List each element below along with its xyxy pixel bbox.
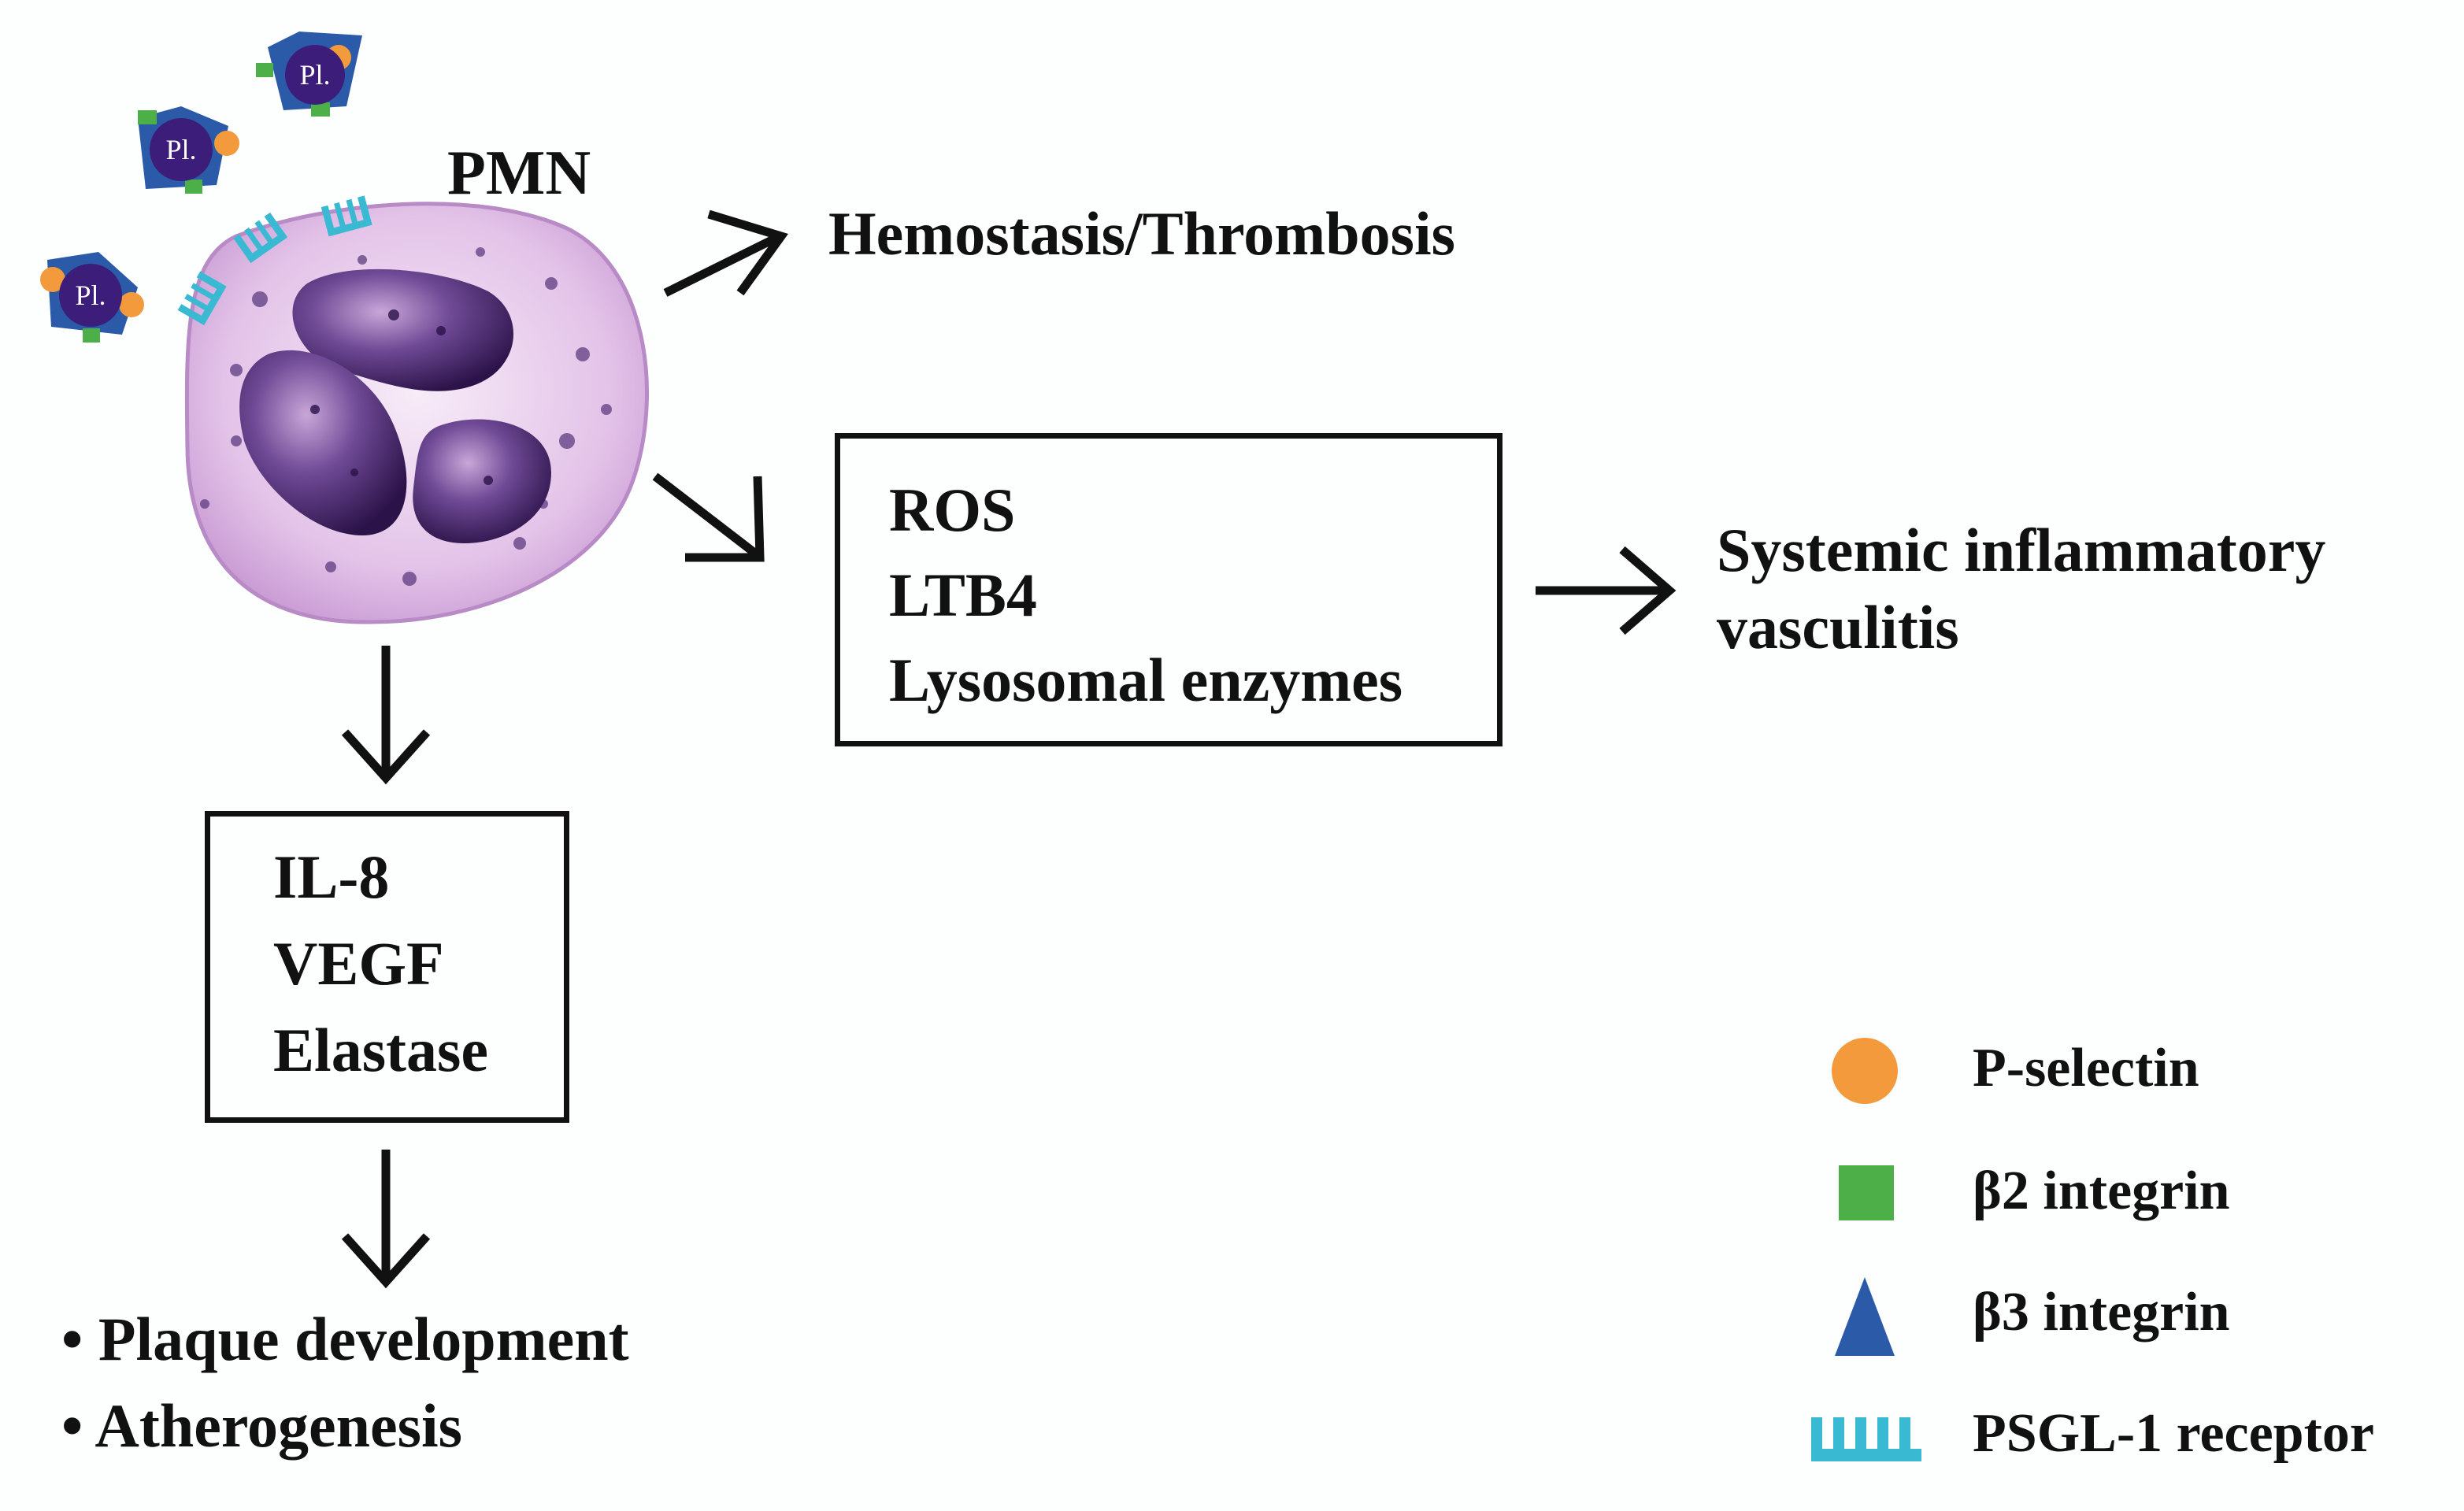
legend-label-b3-integrin: β3 integrin	[1973, 1282, 2230, 1342]
legend-icons	[1811, 1038, 1921, 1461]
result-item-atherogenesis: • Atherogenesis	[61, 1395, 462, 1457]
nucleus-lobe-left	[239, 350, 407, 535]
psgl1-receptor-icon	[1811, 1417, 1921, 1461]
legend-label-psgl1: PSGL-1 receptor	[1973, 1403, 2374, 1464]
green-square-icon	[1839, 1165, 1894, 1220]
legend-label-b2-integrin: β2 integrin	[1973, 1161, 2230, 1221]
arrow-to-il8-box	[341, 646, 431, 785]
platelet-2: Pl.	[138, 106, 239, 194]
systemic-label-line-2: vasculitis	[1717, 593, 1959, 661]
pmn-label: PMN	[447, 139, 591, 208]
platelet-3: Pl.	[40, 252, 144, 343]
ros-box-line-2: LTB4	[889, 561, 1037, 629]
legend-label-p-selectin: P-selectin	[1973, 1038, 2199, 1098]
svg-text:Pl.: Pl.	[75, 280, 106, 311]
nucleus-lobe-top	[292, 268, 514, 391]
nucleus-lobe-right	[413, 419, 551, 543]
pmn-cell	[184, 202, 649, 624]
arrow-to-systemic	[1536, 546, 1677, 635]
ros-box-line-1: ROS	[889, 476, 1016, 544]
ros-box-line-3: Lysosomal enzymes	[889, 646, 1403, 714]
ros-box: ROS LTB4 Lysosomal enzymes	[835, 433, 1502, 746]
orange-circle-icon	[1832, 1038, 1898, 1104]
bullet: •	[61, 1391, 83, 1460]
result-item-label: Plaque development	[98, 1305, 629, 1373]
platelet-1: Pl.	[256, 31, 362, 117]
arrow-to-ros-box	[652, 472, 765, 562]
il8-box-line-3: Elastase	[273, 1016, 488, 1084]
svg-text:Pl.: Pl.	[299, 59, 330, 91]
svg-text:Pl.: Pl.	[165, 134, 196, 165]
arrow-to-hemostasis	[663, 209, 788, 297]
result-item-plaque: • Plaque development	[61, 1309, 629, 1370]
il8-box-line-1: IL-8	[273, 843, 390, 911]
blue-triangle-icon	[1835, 1277, 1895, 1356]
systemic-label-line-1: Systemic inflammatory	[1717, 516, 2326, 584]
bullet: •	[61, 1305, 83, 1373]
arrow-to-results	[341, 1150, 431, 1289]
il8-box-line-2: VEGF	[273, 929, 444, 998]
hemostasis-label: Hemostasis/Thrombosis	[828, 199, 1455, 268]
result-item-label: Atherogenesis	[94, 1391, 463, 1460]
il8-box: IL-8 VEGF Elastase	[205, 811, 569, 1123]
